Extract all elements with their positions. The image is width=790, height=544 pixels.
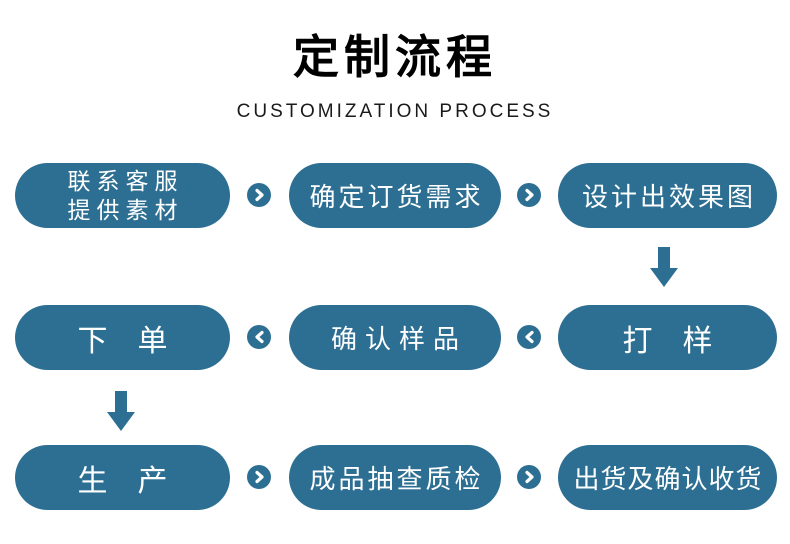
step-production: 生 产 xyxy=(15,445,230,510)
step-contact-support-line1: 联系客服 xyxy=(67,167,184,194)
chevron-right-icon xyxy=(517,183,541,207)
chevron-right-icon xyxy=(247,465,271,489)
step-sampling: 打 样 xyxy=(558,305,777,370)
step-contact-support: 联系客服 提供素材 xyxy=(15,163,230,228)
step-confirm-order: 确定订货需求 xyxy=(289,163,501,228)
step-contact-support-line2: 提供素材 xyxy=(67,196,184,223)
step-confirm-sample: 确认样品 xyxy=(289,305,501,370)
chevron-left-icon xyxy=(517,325,541,349)
page-subtitle: CUSTOMIZATION PROCESS xyxy=(236,101,554,122)
chevron-right-icon xyxy=(247,183,271,207)
chevron-left-icon xyxy=(247,325,271,349)
arrow-down-icon xyxy=(107,391,135,431)
step-design-render: 设计出效果图 xyxy=(558,163,777,228)
step-ship-confirm: 出货及确认收货 xyxy=(558,445,777,510)
step-spot-check: 成品抽查质检 xyxy=(289,445,501,510)
page-title: 定制流程 xyxy=(293,31,497,83)
arrow-down-icon xyxy=(650,247,678,287)
step-place-order: 下 单 xyxy=(15,305,230,370)
chevron-right-icon xyxy=(517,465,541,489)
